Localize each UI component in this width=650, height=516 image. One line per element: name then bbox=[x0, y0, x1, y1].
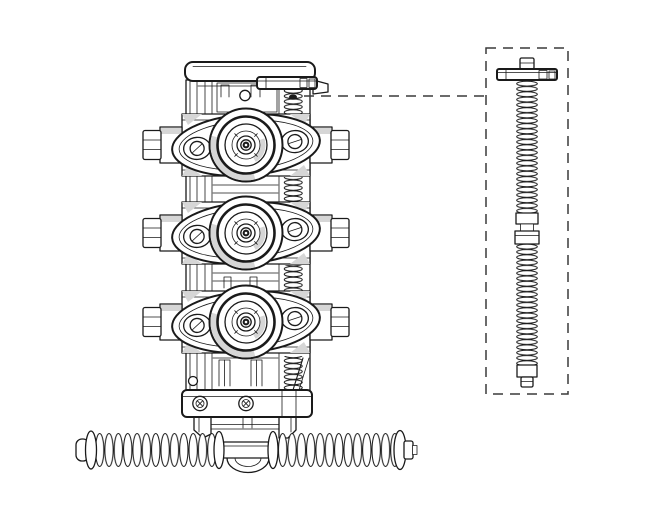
lead-screw-handle bbox=[256, 76, 329, 95]
lead-screw-column bbox=[283, 88, 310, 392]
detail-callout bbox=[304, 47, 569, 395]
auger-right-endcap bbox=[403, 440, 414, 460]
auger-coils-left bbox=[95, 432, 216, 468]
bracket-screw bbox=[192, 395, 208, 412]
bracket-screw bbox=[238, 395, 254, 412]
screw-threads-lower bbox=[516, 244, 538, 365]
detail-lead-screw bbox=[496, 57, 558, 388]
flange-unit-2 bbox=[143, 197, 349, 270]
diagonal-brace bbox=[292, 357, 304, 391]
flange-unit-3 bbox=[143, 286, 349, 359]
mounting-bracket bbox=[181, 389, 313, 418]
screw-t-handle bbox=[496, 68, 558, 81]
screw-end-nub bbox=[520, 376, 534, 388]
screw-threads-upper bbox=[516, 81, 538, 213]
callout-box bbox=[485, 47, 569, 395]
screw-end-collar bbox=[516, 364, 538, 378]
flange-unit-1 bbox=[143, 109, 349, 182]
thread-shadow bbox=[289, 94, 297, 100]
screw-top-nub bbox=[519, 57, 535, 70]
panel-hole bbox=[239, 89, 251, 102]
screw-collar bbox=[515, 212, 539, 225]
auger-coils-right bbox=[278, 432, 396, 468]
screw-coupling-nut bbox=[514, 230, 540, 245]
auger-shaft bbox=[75, 429, 418, 471]
frame-pin-hole bbox=[187, 375, 199, 387]
